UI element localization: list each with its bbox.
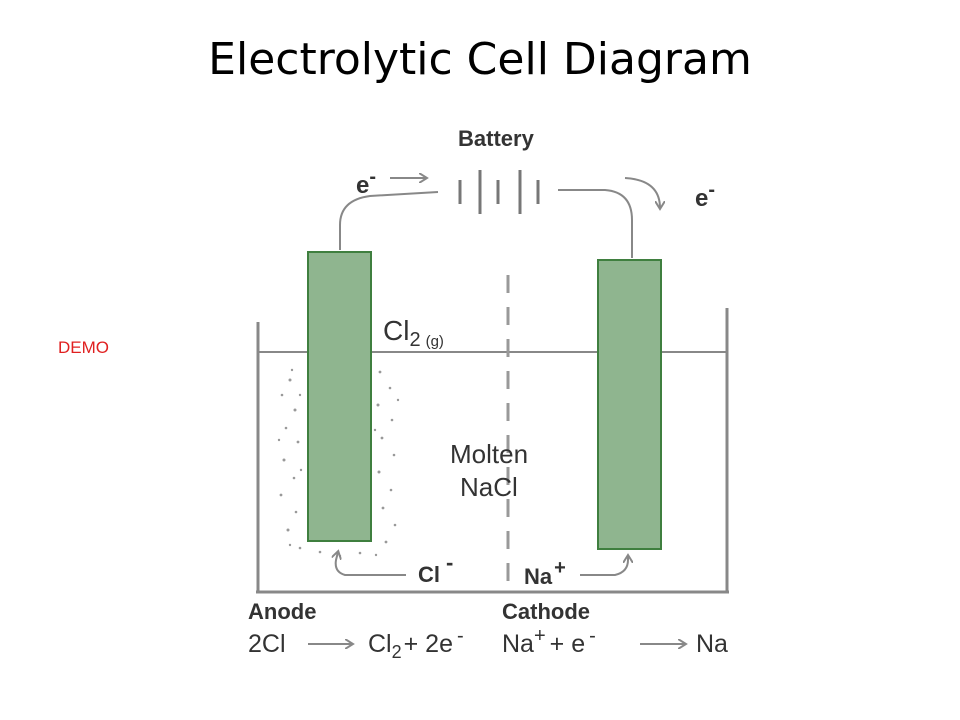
chlorine-gas-label: Cl2 (g) <box>383 315 444 351</box>
sodium-ion-label: Na+ <box>524 557 566 589</box>
cation-sup: + <box>554 557 566 579</box>
anion-text: Cl <box>418 562 440 587</box>
slide-title: Electrolytic Cell Diagram <box>208 34 752 85</box>
electron-right-text: e <box>695 185 708 212</box>
electron-label-right: e- <box>695 179 715 212</box>
cathode-reaction-group: Na++ e- <box>502 625 596 658</box>
battery-label: Battery <box>458 126 535 151</box>
anion-sup: - <box>446 550 453 575</box>
anode-product-group: Cl2+ 2e- <box>368 625 464 662</box>
cell-container <box>256 308 729 594</box>
gas-sub: 2 <box>409 329 420 351</box>
cathode-plus: + e <box>550 630 585 658</box>
anion-arrow <box>336 552 406 576</box>
wire-left <box>339 191 439 250</box>
electron-right-sup: - <box>708 179 715 201</box>
anode-product: Cl <box>368 630 392 658</box>
gas-text: Cl <box>383 315 409 346</box>
anode-electrode <box>307 251 372 542</box>
cation-arrow <box>580 556 628 576</box>
anode-electron-sup: - <box>457 625 464 647</box>
cathode-electrode <box>597 259 662 550</box>
cation-text: Na <box>524 564 553 589</box>
demo-label: DEMO <box>58 338 109 357</box>
wire-right <box>558 189 633 258</box>
electron-label-left: e- <box>356 166 376 199</box>
gas-state: (g) <box>426 333 444 350</box>
anode-product-sub: 2 <box>392 642 402 662</box>
cathode-product: Na <box>696 630 728 658</box>
anode-label: Anode <box>248 599 316 624</box>
electron-left-sup: - <box>369 166 376 188</box>
gas-bubbles <box>277 368 400 558</box>
anode-reactant: 2Cl <box>248 630 286 658</box>
cathode-electron-sup: - <box>589 625 596 647</box>
cathode-label: Cathode <box>502 599 590 624</box>
electron-left-text: e <box>356 172 369 199</box>
anode-plus: + 2e <box>404 630 453 658</box>
battery-icon <box>458 170 540 214</box>
cathode-reactant-sup: + <box>534 625 546 647</box>
chloride-ion-label: Cl- <box>418 550 453 587</box>
electron-arrow-right <box>624 177 660 208</box>
molten-label: Molten <box>450 439 528 469</box>
cathode-reactant: Na <box>502 630 534 658</box>
nacl-label: NaCl <box>460 472 518 502</box>
